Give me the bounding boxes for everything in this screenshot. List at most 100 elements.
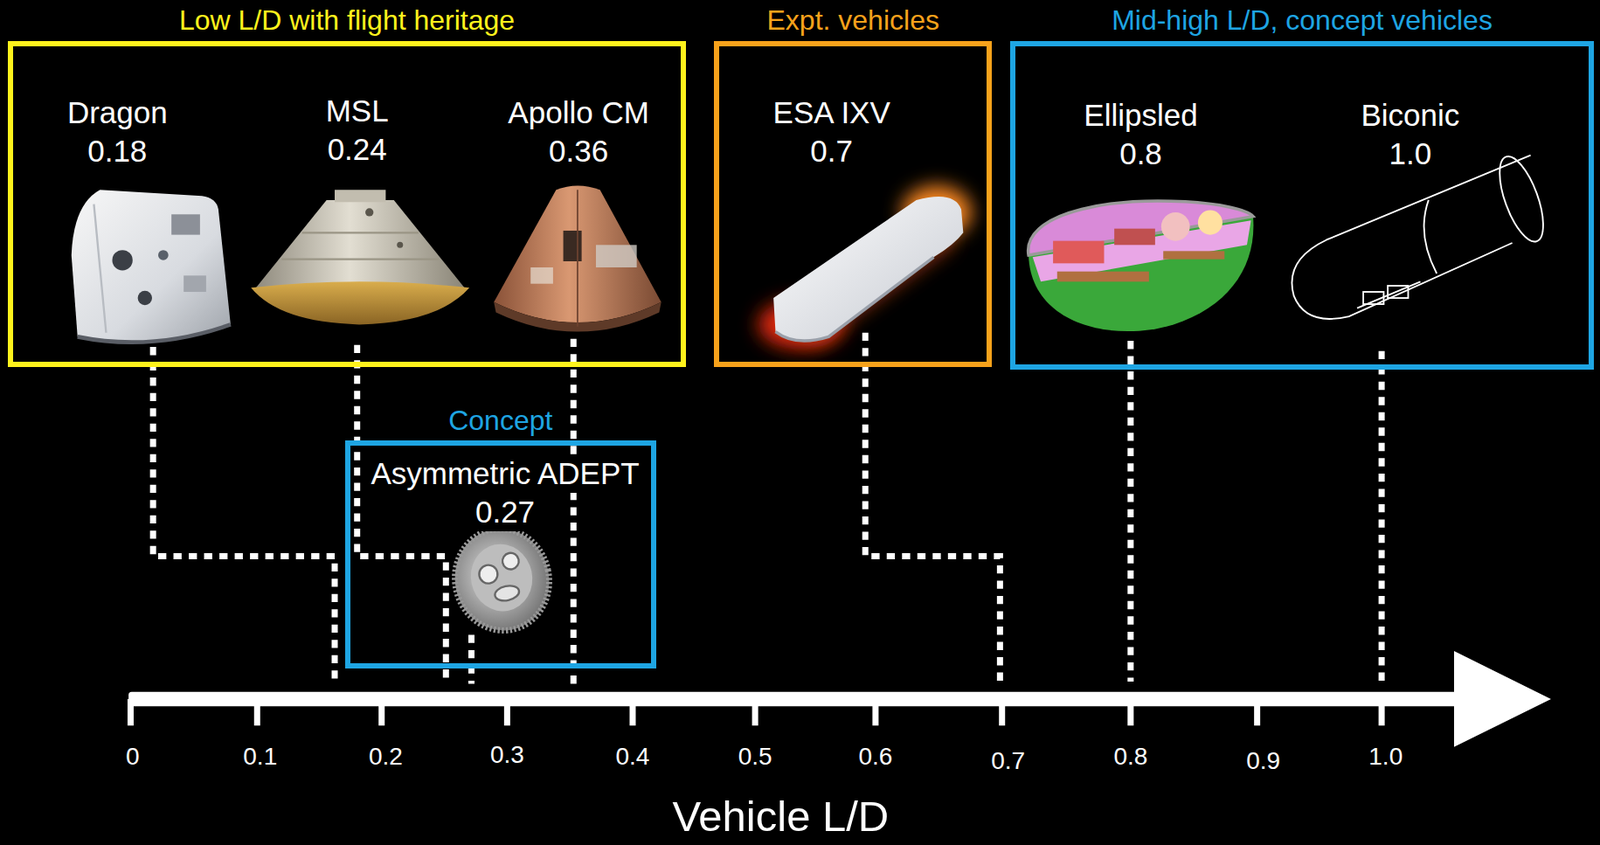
vehicle-item: ESA IXV0.7 <box>769 93 894 171</box>
label-holder: 1.0 <box>1365 742 1406 771</box>
axis-title: Vehicle L/D <box>669 792 892 840</box>
ld-axis-part <box>1454 651 1552 748</box>
msl-aeroshell-illustration-part <box>281 232 439 259</box>
label-holder: 0.1 <box>240 742 280 771</box>
biconic-outline-illustration <box>1291 151 1552 319</box>
dragon-capsule-illustration-part <box>111 249 132 271</box>
msl-aeroshell-illustration-part <box>250 281 470 325</box>
label-holder: Vehicle L/D <box>669 791 892 841</box>
label-holder: 0.2 <box>366 742 406 771</box>
label-holder: 0.7 <box>988 747 1028 776</box>
vehicle-item: Asymmetric ADEPT0.27 <box>367 454 643 532</box>
biconic-outline-illustration-part <box>1490 151 1552 247</box>
biconic-outline-illustration-part <box>1291 155 1531 319</box>
dragon-capsule-illustration-part <box>93 204 106 333</box>
ld-value: 1.0 <box>1385 134 1435 174</box>
vehicle-name: Dragon <box>63 93 172 132</box>
category-border <box>7 41 686 368</box>
ixv-vehicle-illustration-part <box>775 256 934 341</box>
ellipsled-illustration-part <box>1161 212 1191 242</box>
vehicle-item: MSL0.24 <box>322 91 393 169</box>
label-holder: 0.3 <box>487 741 527 769</box>
dotted-leader-lines-part <box>865 332 1000 685</box>
dragon-capsule-illustration-part <box>77 324 231 342</box>
adept-illustration-part <box>500 551 520 571</box>
category-box: Low L/D with flight heritageDragon0.18 MS… <box>7 0 686 368</box>
ld-axis-part <box>998 699 1005 726</box>
vehicle-name: MSL <box>322 91 393 131</box>
adept-illustration-part <box>445 519 559 640</box>
dragon-capsule-illustration-part <box>138 290 153 305</box>
vehicle-name: Asymmetric ADEPT <box>367 454 643 493</box>
label-holder: 0.5 <box>735 742 776 771</box>
vehicle-item: Apollo CM0.36 <box>504 93 652 171</box>
axis-tick-label: 0.5 <box>735 742 776 770</box>
category-box: Mid-high L/D, concept vehiclesEllipsled0… <box>1010 0 1594 370</box>
dotted-leader-lines-part <box>1378 351 1386 682</box>
label-holder: 0.8 <box>1110 742 1150 771</box>
ld-axis-part <box>504 699 511 726</box>
ld-value: 0.18 <box>83 131 151 171</box>
vehicle-item: Ellipsled0.8 <box>1080 96 1201 174</box>
axis-tick-label: 0.4 <box>613 742 653 770</box>
dotted-leader-lines-part <box>570 339 577 690</box>
ellipsled-illustration-part <box>1163 250 1225 259</box>
ld-axis-part <box>378 699 385 726</box>
msl-aeroshell-illustration-part <box>255 200 466 290</box>
dragon-capsule-illustration-part <box>158 249 169 261</box>
vehicle-name: Apollo CM <box>504 93 652 132</box>
label-holder: 0.6 <box>855 742 895 771</box>
category-border <box>1010 41 1594 370</box>
category-box: Expt. vehiclesESA IXV0.7 <box>713 0 992 368</box>
adept-illustration <box>445 519 559 640</box>
vehicle-item: Dragon0.18 <box>63 93 172 171</box>
ellipsled-illustration-part <box>1057 271 1150 283</box>
ld-axis-part <box>254 699 261 726</box>
ellipsled-illustration <box>1028 200 1254 332</box>
ld-value: 0.36 <box>545 131 612 171</box>
msl-aeroshell-illustration-part <box>396 242 403 249</box>
apollo-command-module-illustration-part <box>576 189 579 326</box>
axis-tick-label: 0.9 <box>1243 747 1283 775</box>
dotted-leader-lines-part <box>152 346 335 684</box>
axis-tick-label: 0.6 <box>855 742 895 770</box>
axis-tick-label: 0.8 <box>1110 742 1150 770</box>
vehicle-name: ESA IXV <box>769 93 894 132</box>
dragon-capsule-illustration-part <box>183 275 207 292</box>
ellipsled-illustration-part <box>1114 228 1156 246</box>
category-heading: Low L/D with flight heritage <box>175 0 519 42</box>
label-holder: 0 <box>123 742 143 771</box>
axis-tick-label: 0.2 <box>366 742 406 770</box>
biconic-outline-illustration-part <box>1357 281 1420 308</box>
category-heading: Mid-high L/D, concept vehicles <box>1108 0 1497 42</box>
dotted-leader-lines-part <box>357 345 447 685</box>
ld-value: 0.24 <box>324 130 391 169</box>
ld-axis-part <box>1378 699 1386 726</box>
apollo-command-module-illustration-part <box>563 230 582 262</box>
axis-tick-label: 1.0 <box>1365 742 1406 770</box>
vehicle-item: Biconic1.0 <box>1357 96 1463 174</box>
ld-axis-part <box>752 699 759 726</box>
dragon-capsule-illustration <box>71 189 231 342</box>
dotted-leader-lines <box>152 332 1382 690</box>
adept-illustration-part <box>464 538 540 617</box>
ixv-vehicle-illustration <box>758 186 972 350</box>
axis-tick-label: 0.3 <box>487 741 527 769</box>
adept-illustration-part <box>493 583 521 603</box>
ld-axis <box>127 651 1552 748</box>
ld-axis-part <box>127 699 134 726</box>
ld-value: 0.27 <box>471 492 539 532</box>
ld-axis-part <box>629 699 636 726</box>
dotted-leader-lines-part <box>468 634 475 684</box>
dragon-capsule-illustration-part <box>171 214 201 235</box>
vehicle-name: Biconic <box>1357 96 1463 135</box>
dotted-leader-lines-part <box>1127 340 1134 682</box>
axis-tick-label: 0 <box>123 742 143 770</box>
dragon-capsule-illustration-part <box>71 189 231 342</box>
category-heading: Expt. vehicles <box>763 0 943 42</box>
biconic-outline-illustration-part <box>1424 200 1438 274</box>
label-holder: 0.4 <box>613 742 653 771</box>
category-heading: Concept <box>444 400 556 442</box>
